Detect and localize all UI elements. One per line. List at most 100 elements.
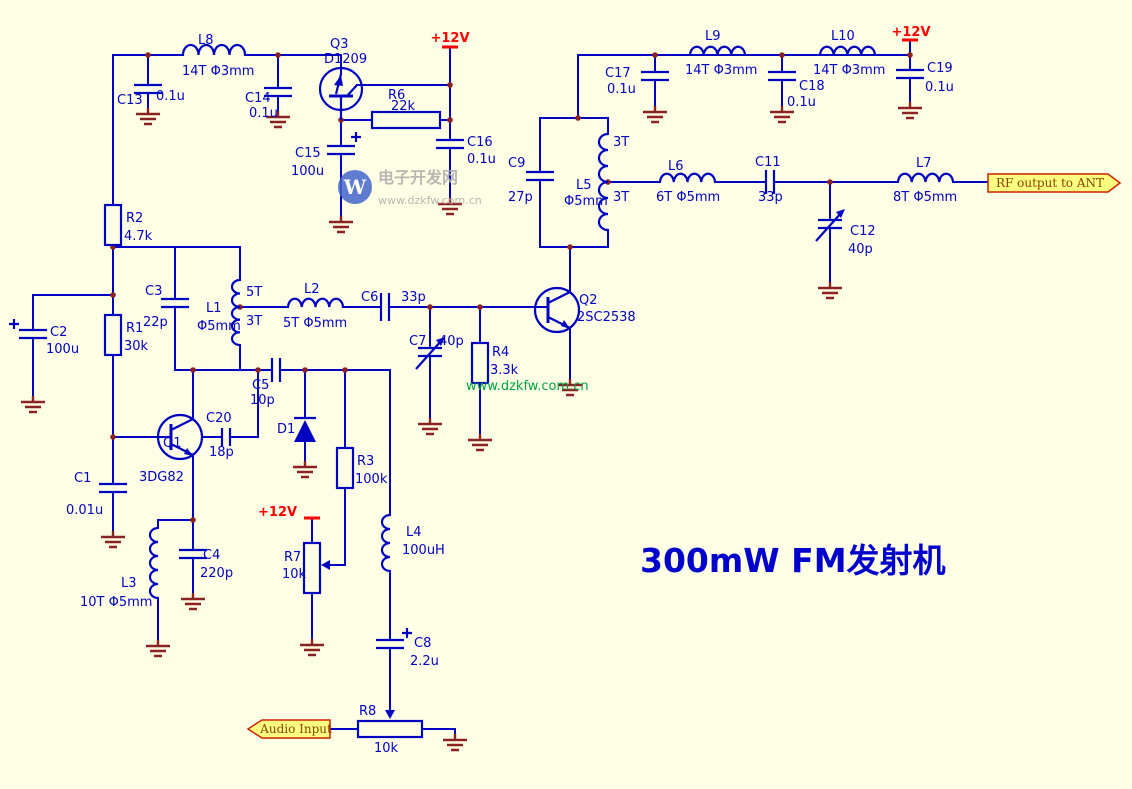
C2-ref: C2 (50, 325, 67, 340)
L9-ref: L9 (705, 29, 721, 44)
L4-value: 100uH (402, 543, 445, 558)
power-label-top: +12V (430, 31, 469, 46)
L2-ref: L2 (304, 282, 320, 297)
C7-value: 40p (439, 334, 464, 349)
Q1-ref: Q1 (163, 436, 182, 451)
L5-tap-bottom: 3T (613, 190, 629, 205)
component-L1: L1 Φ5mm 5T 3T (197, 278, 262, 347)
rf-output-text: RF output to ANT (996, 176, 1104, 190)
component-Q3: Q3 D1209 (318, 37, 367, 120)
L8-value: 14T Φ3mm (182, 64, 254, 79)
C20-value: 18p (209, 445, 234, 460)
R7-value: 10k (282, 567, 307, 582)
component-R2: R2 4.7k (103, 203, 153, 247)
C14-ref: C14 (245, 91, 271, 106)
schematic-title: 300mW FM发射机 (640, 541, 946, 580)
C17-value: 0.1u (607, 82, 636, 97)
R6-value: 22k (391, 99, 416, 114)
C12-ref: C12 (850, 224, 876, 239)
R2-value: 4.7k (124, 229, 153, 244)
component-L10: L10 14T Φ3mm (813, 29, 885, 78)
component-C13: C13 0.1u (117, 83, 185, 108)
watermark: W 电子开发网 www.dzkfw.com.cn (338, 168, 482, 207)
L9-value: 14T Φ3mm (685, 63, 757, 78)
C18-value: 0.1u (787, 95, 816, 110)
L7-value: 8T Φ5mm (893, 190, 957, 205)
C15-value: 100u (291, 164, 324, 179)
L6-ref: L6 (668, 159, 684, 174)
power-label-right: +12V (891, 25, 930, 40)
watermark-site-url: www.dzkfw.com.cn (378, 194, 482, 207)
component-C18: C18 0.1u (768, 70, 825, 110)
R8-value: 10k (374, 741, 399, 756)
power-flag-right: +12V (891, 25, 931, 42)
C6-value: 33p (401, 290, 426, 305)
component-L4: L4 100uH (380, 513, 445, 573)
watermark-site-name: 电子开发网 (378, 168, 458, 187)
C11-ref: C11 (755, 155, 781, 170)
component-C12: C12 40p (815, 209, 876, 257)
component-C16: C16 0.1u (436, 135, 496, 167)
C19-value: 0.1u (925, 80, 954, 95)
C15-ref: C15 (295, 146, 321, 161)
C6-ref: C6 (361, 290, 378, 305)
component-C7: C7 40p (409, 334, 464, 370)
Q1-value: 3DG82 (139, 470, 184, 485)
component-L6: L6 6T Φ5mm (656, 159, 720, 205)
component-C8: C8 2.2u (376, 628, 439, 669)
C8-ref: C8 (414, 636, 431, 651)
Q2-value: 2SC2538 (577, 310, 636, 325)
R3-value: 100k (355, 472, 388, 487)
component-C19: C19 0.1u (896, 61, 954, 95)
power-flag-top: +12V (430, 31, 470, 49)
C20-ref: C20 (206, 411, 232, 426)
Q2-ref: Q2 (579, 293, 598, 308)
component-L5: L5 Φ5mm 3T 3T (564, 132, 629, 232)
C4-ref: C4 (203, 548, 220, 563)
R1-value: 30k (124, 339, 149, 354)
component-C14: C14 0.1u (245, 86, 292, 121)
C13-ref: C13 (117, 93, 143, 108)
component-C2: C2 100u (9, 319, 79, 357)
R6-ref: R6 (388, 88, 405, 103)
C13-value: 0.1u (156, 89, 185, 104)
L7-ref: L7 (916, 156, 932, 171)
C1-ref: C1 (74, 471, 91, 486)
component-Q1: Q1 3DG82 (139, 413, 204, 485)
C5-value: 10p (250, 393, 275, 408)
R8-ref: R8 (359, 704, 376, 719)
L2-value: 5T Φ5mm (283, 316, 347, 331)
C16-ref: C16 (467, 135, 493, 150)
R1-ref: R1 (126, 321, 143, 336)
component-R8: R8 10k (356, 704, 424, 756)
component-C17: C17 0.1u (605, 66, 669, 97)
C17-ref: C17 (605, 66, 631, 81)
L1-ref: L1 (206, 301, 222, 316)
C18-ref: C18 (799, 79, 825, 94)
C3-ref: C3 (145, 284, 162, 299)
L3-value: 10T Φ5mm (80, 595, 152, 610)
L5-tap-top: 3T (613, 135, 629, 150)
R4-ref: R4 (492, 345, 509, 360)
C16-value: 0.1u (467, 152, 496, 167)
L5-value: Φ5mm (564, 194, 608, 209)
C14-value: 0.1u (249, 106, 278, 121)
component-L9: L9 14T Φ3mm (685, 29, 757, 78)
R2-ref: R2 (126, 211, 143, 226)
component-R3: R3 100k (335, 446, 388, 490)
component-C5: C5 10p (250, 358, 282, 408)
C3-value: 22p (143, 315, 168, 330)
component-R6: R6 22k (370, 88, 442, 130)
R3-ref: R3 (357, 454, 374, 469)
component-L3: L3 10T Φ5mm (80, 526, 159, 610)
power-flag-r7: +12V (258, 505, 320, 520)
R7-ref: R7 (284, 550, 301, 565)
component-R1: R1 30k (103, 313, 149, 357)
component-R7: R7 10k (282, 541, 330, 595)
L10-value: 14T Φ3mm (813, 63, 885, 78)
Q3-ref: Q3 (330, 37, 349, 52)
L5-ref: L5 (576, 178, 592, 193)
component-C6: C6 33p (361, 290, 426, 321)
junction-dots (110, 52, 913, 523)
C8-value: 2.2u (410, 654, 439, 669)
